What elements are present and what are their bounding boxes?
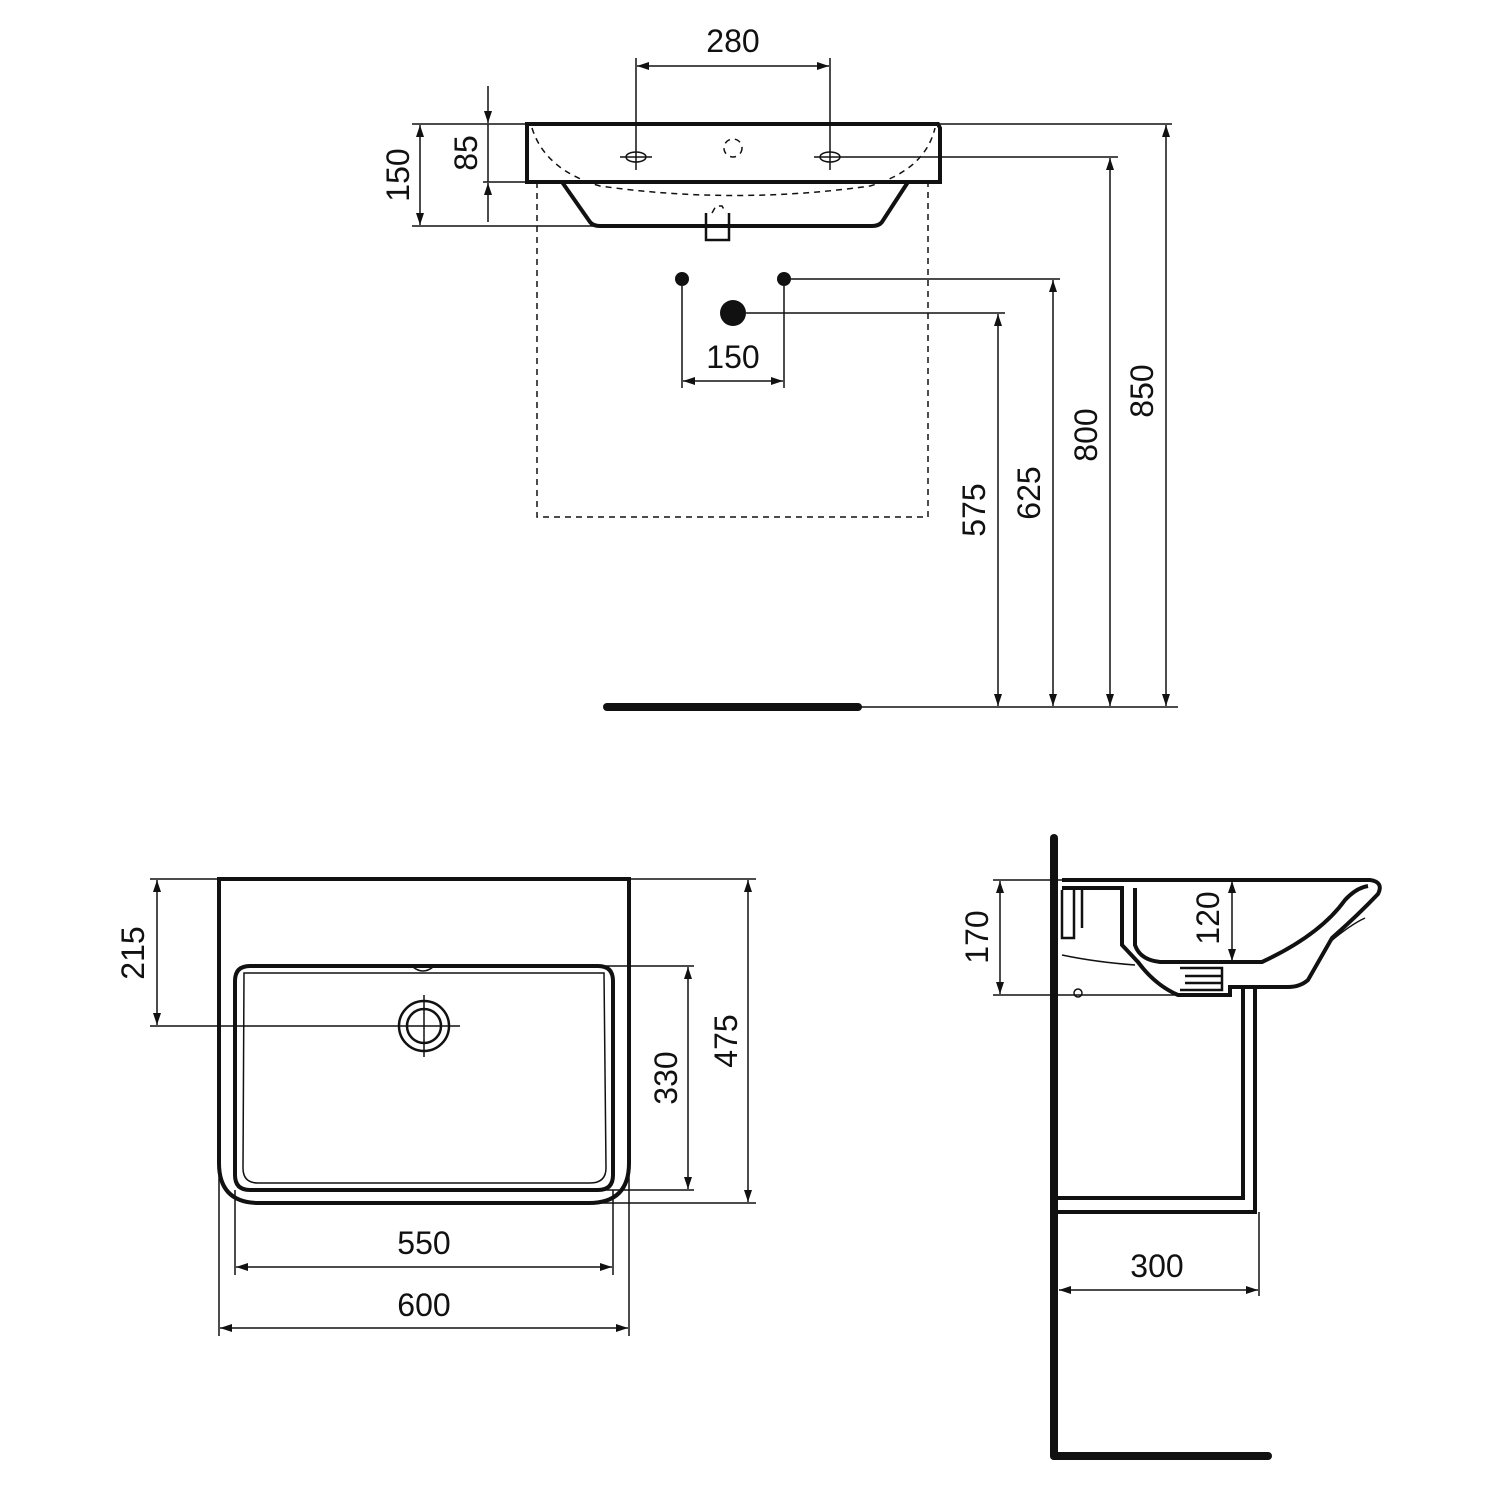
dim-waste-from-wall: 215	[115, 926, 151, 979]
dim-drain-height: 575	[956, 483, 992, 536]
overflow-channel	[1329, 917, 1366, 943]
pedestal-section	[1058, 987, 1257, 1214]
dim-pedestal-projection: 300	[1130, 1248, 1183, 1284]
inner-bowl-hidden-line	[531, 127, 936, 197]
dim-rim-thickness: 85	[448, 135, 484, 171]
wall-gap	[1061, 954, 1136, 966]
waste-outlet-side	[1180, 966, 1224, 992]
pedestal-hidden-outline	[536, 182, 929, 518]
waste-outlet-plan	[394, 995, 460, 1057]
dim-supply-spacing: 150	[706, 339, 759, 375]
waste-outlet	[704, 213, 731, 242]
waste-outlet-hidden	[711, 205, 727, 214]
dim-tap-hole-spacing: 280	[706, 23, 759, 59]
overflow-slot	[412, 966, 434, 972]
plan-view: 215 330 475 550 600	[115, 877, 756, 1336]
dim-front-height: 170	[959, 910, 995, 963]
dim-tap-hole-height: 800	[1068, 408, 1104, 461]
fixing-point	[1073, 988, 1083, 998]
dim-basin-height: 150	[380, 148, 416, 201]
tap-hole-center-hidden	[723, 138, 743, 158]
front-elevation-view: 280 150 85 150 575 625 800 850	[380, 23, 1178, 711]
dim-bowl-width: 550	[397, 1225, 450, 1261]
basin-section-inner	[1133, 884, 1369, 964]
supply-point-left	[675, 272, 689, 286]
dim-rim-height: 850	[1124, 364, 1160, 417]
supply-point-right	[777, 272, 791, 286]
dim-bowl-depth-side: 120	[1190, 891, 1226, 944]
bowl-inner-edge-plan	[242, 972, 607, 1184]
side-section-view: 170 120 300	[959, 834, 1382, 1460]
basin-body	[560, 180, 910, 228]
dim-supply-height: 625	[1011, 466, 1047, 519]
dim-overall-depth: 475	[708, 1014, 744, 1067]
drain-point	[720, 300, 746, 326]
basin-rim	[525, 122, 942, 184]
dim-bowl-depth-plan: 330	[648, 1051, 684, 1104]
basin-section-outer	[1062, 878, 1382, 997]
mounting-bracket	[1060, 890, 1084, 940]
dim-overall-width: 600	[397, 1287, 450, 1323]
